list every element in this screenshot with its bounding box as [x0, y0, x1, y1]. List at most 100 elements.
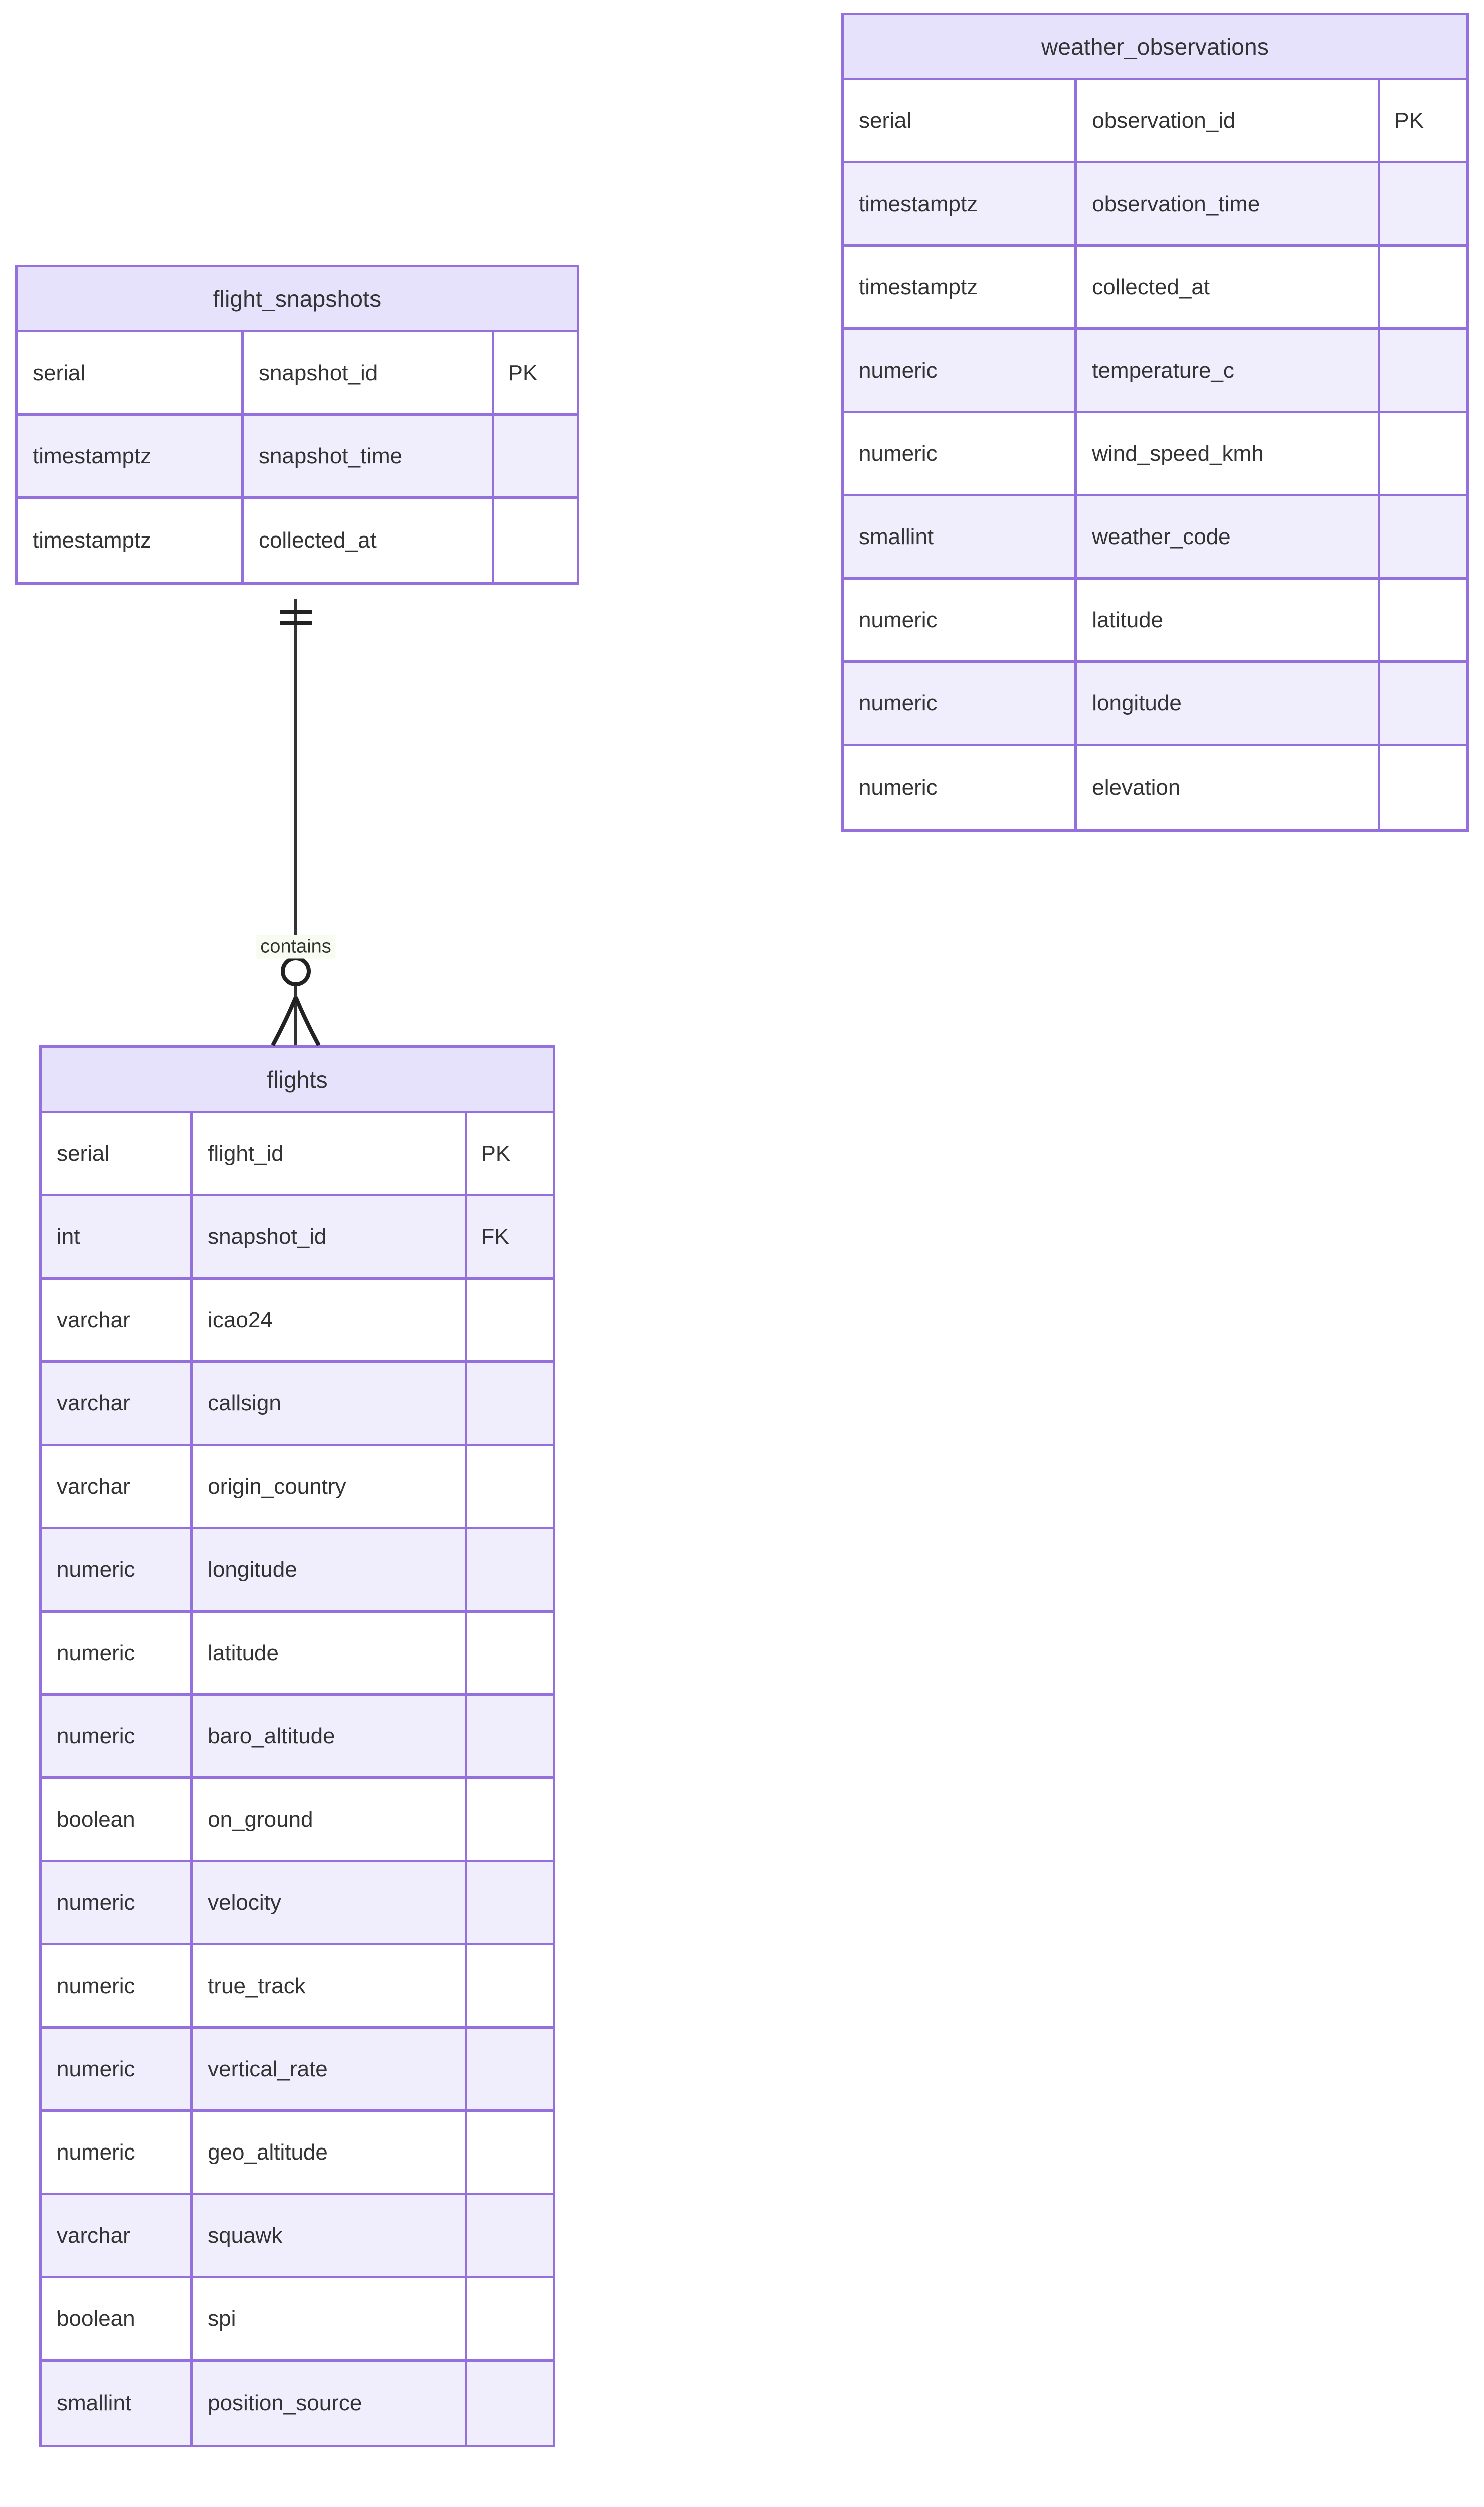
attribute-name: icao24	[193, 1280, 467, 1360]
attribute-type: varchar	[42, 1280, 193, 1360]
attribute-type: timestamptz	[18, 499, 244, 582]
attribute-type: timestamptz	[18, 416, 244, 496]
attribute-key-badge	[1380, 496, 1466, 577]
attribute-name: snapshot_time	[244, 416, 494, 496]
attribute-type: varchar	[42, 1446, 193, 1527]
attribute-type: serial	[18, 332, 244, 413]
attribute-type: numeric	[42, 1696, 193, 1776]
attribute-key-badge: PK	[508, 360, 538, 385]
attribute-key-badge	[1380, 580, 1466, 660]
attribute-type: boolean	[42, 2278, 193, 2359]
relationship-connector-contains	[271, 599, 321, 1046]
attribute-key-badge: PK	[1394, 108, 1424, 133]
attribute-key-badge	[1380, 663, 1466, 744]
attribute-name: baro_altitude	[193, 1696, 467, 1776]
attribute-key-badge	[494, 499, 577, 582]
attribute-type: numeric	[844, 746, 1077, 829]
entity-title-weather_observations: weather_observations	[844, 15, 1466, 80]
attribute-type: timestamptz	[844, 163, 1077, 244]
attribute-name: wind_speed_kmh	[1077, 413, 1381, 494]
attribute-name: latitude	[193, 1613, 467, 1693]
attribute-name: callsign	[193, 1363, 467, 1444]
attribute-name: weather_code	[1077, 496, 1381, 577]
attribute-type: numeric	[844, 580, 1077, 660]
attribute-name: collected_at	[244, 499, 494, 582]
attribute-key-badge	[467, 1945, 553, 2026]
relationship-label: contains	[256, 935, 335, 959]
attribute-name: spi	[193, 2278, 467, 2359]
attribute-name: velocity	[193, 1862, 467, 1943]
attribute-key-badge	[467, 1529, 553, 1610]
attribute-key-badge	[467, 2112, 553, 2193]
attribute-name: origin_country	[193, 1446, 467, 1527]
attribute-key-badge	[1380, 247, 1466, 327]
attribute-type: numeric	[42, 1862, 193, 1943]
attribute-name: longitude	[193, 1529, 467, 1610]
attribute-type: numeric	[844, 330, 1077, 411]
entity-title-flights: flights	[42, 1048, 553, 1113]
attribute-type: serial	[844, 80, 1077, 161]
attribute-key-badge	[467, 1446, 553, 1527]
attribute-name: snapshot_id	[244, 332, 494, 413]
attribute-type: numeric	[42, 1945, 193, 2026]
attribute-key-badge	[467, 2278, 553, 2359]
attribute-name: geo_altitude	[193, 2112, 467, 2193]
attribute-type: numeric	[42, 1613, 193, 1693]
attribute-key-badge	[1380, 163, 1466, 244]
attribute-name: squawk	[193, 2195, 467, 2276]
attribute-type: numeric	[42, 2029, 193, 2109]
attribute-name: snapshot_id	[193, 1196, 467, 1277]
attribute-type: smallint	[844, 496, 1077, 577]
attribute-key-badge	[467, 2029, 553, 2109]
attribute-key-badge	[1380, 330, 1466, 411]
attribute-type: serial	[42, 1113, 193, 1194]
attribute-name: temperature_c	[1077, 330, 1381, 411]
attribute-key-badge	[467, 2362, 553, 2445]
attribute-key-badge	[1380, 746, 1466, 829]
attribute-key-badge: PK	[481, 1141, 511, 1166]
attribute-name: position_source	[193, 2362, 467, 2445]
attribute-name: true_track	[193, 1945, 467, 2026]
attribute-name: observation_id	[1077, 80, 1381, 161]
attribute-type: numeric	[844, 663, 1077, 744]
attribute-type: int	[42, 1196, 193, 1277]
attribute-key-badge	[467, 2195, 553, 2276]
entity-title-flight_snapshots: flight_snapshots	[18, 267, 577, 332]
attribute-type: varchar	[42, 2195, 193, 2276]
